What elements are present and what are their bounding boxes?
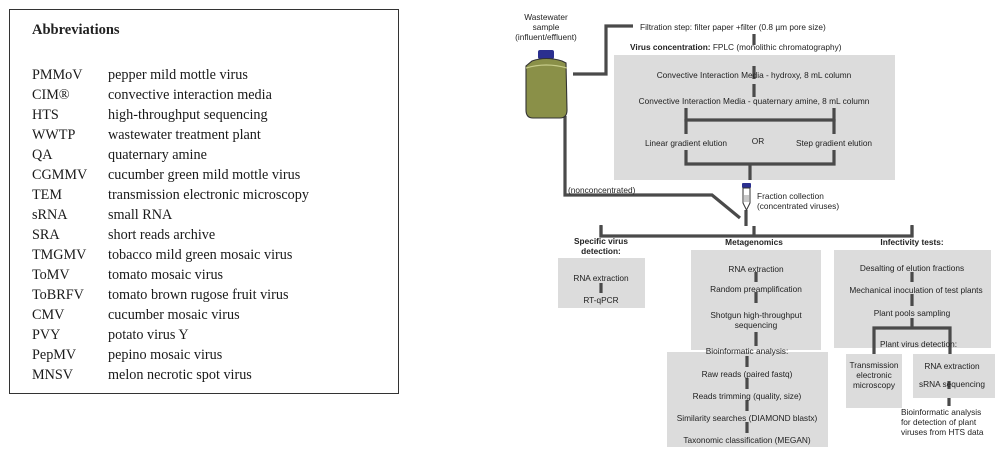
plant-bioinformatic-analysis: Bioinformatic analysis for detection of … [901,407,984,437]
step-gradient: Step gradient elution [795,138,873,148]
abbreviation-code: sRNA [32,207,68,223]
abbreviation-row: PMMoV pepper mild mottle virus [32,65,309,85]
shotgun-sequencing: Shotgun high-throughput sequencing [710,310,802,330]
plant-virus-detection-title: Plant virus detection: [880,339,958,349]
abbreviation-definition: pepper mild mottle virus [108,67,248,83]
reads-trimming: Reads trimming (quality, size) [692,391,802,401]
nonconcentrated-connector [563,116,742,220]
abbreviation-definition: melon necrotic spot virus [108,367,252,383]
abbreviation-code: CIM® [32,87,70,103]
rna-srna-box [913,354,995,398]
concentration-heading: Virus concentration: FPLC (monolithic ch… [630,42,842,52]
srna-sequencing: sRNA sequencing [919,379,985,389]
bioinformatic-analysis-title: Bioinformatic analysis: [705,346,789,356]
abbreviation-definition: potato virus Y [108,327,189,343]
abbreviation-definition: tomato mosaic virus [108,267,224,283]
abbreviation-row: sRNA small RNA [32,205,309,225]
specific-rna-extraction: RNA extraction [573,273,629,283]
abbreviation-code: CGMMV [32,167,88,183]
abbreviation-definition: short reads archive [108,227,216,243]
abbreviation-code: CMV [32,307,65,323]
abbreviation-code: MNSV [32,367,73,383]
abbreviation-row: TEM transmission electronic microscopy [32,185,309,205]
sample-label: Wastewater sample (influent/effluent) [515,12,577,42]
specific-detection-title: Specific virus detection: [574,236,628,256]
abbreviation-code: PepMV [32,347,77,363]
metagenomics-title: Metagenomics [725,237,783,247]
fraction-tube-icon [742,183,751,212]
abbreviation-definition: quaternary amine [108,147,207,163]
tem-step: Transmission electronic microscopy [849,360,899,390]
plant-pools-sampling: Plant pools sampling [873,308,951,318]
plant-rna-extraction: RNA extraction [924,361,980,371]
abbreviation-definition: cucumber mosaic virus [108,307,240,323]
abbreviation-row: QA quaternary amine [32,145,309,165]
abbreviation-code: WWTP [32,127,76,143]
sample-to-filtration-connector [573,24,633,76]
abbreviation-row: ToBRFV tomato brown rugose fruit virus [32,285,309,305]
abbreviation-definition: high-throughput sequencing [108,107,268,123]
abbreviation-definition: cucumber green mild mottle virus [108,167,301,183]
abbreviations-panel: Abbreviations PMMoV pepper mild mottle vi… [9,9,399,394]
abbreviation-definition: tobacco mild green mosaic virus [108,247,293,263]
abbreviations-title: Abbreviations [32,22,120,38]
abbreviation-code: PVY [32,327,61,343]
or-label: OR [751,136,765,146]
linear-gradient: Linear gradient elution [644,138,728,148]
abbreviation-row: WWTP wastewater treatment plant [32,125,309,145]
abbreviation-code: ToMV [32,267,70,283]
abbreviation-code: TMGMV [32,247,87,263]
abbreviation-definition: small RNA [108,207,173,223]
abbreviation-code: TEM [32,187,62,203]
random-preamplification: Random preamplification [710,284,802,294]
abbreviation-code: ToBRFV [32,287,84,303]
abbreviation-row: CGMMV cucumber green mild mottle virus [32,165,309,185]
infectivity-title: Infectivity tests: [880,237,944,247]
abbreviation-definition: convective interaction media [108,87,272,103]
abbreviation-row: MNSV melon necrotic spot virus [32,365,309,385]
abbreviation-definition: transmission electronic microscopy [108,187,309,203]
abbreviation-definition: pepino mosaic virus [108,347,223,363]
similarity-searches: Similarity searches (DIAMOND blastx) [676,413,818,423]
desalting: Desalting of elution fractions [859,263,965,273]
taxonomic-classification: Taxonomic classification (MEGAN) [683,435,811,445]
cim-quaternary-amine: Convective Interaction Media - quaternar… [638,96,870,106]
fraction-collection: Fraction collection (concentrated viruse… [757,191,840,211]
abbreviation-row: CMV cucumber mosaic virus [32,305,309,325]
sample-bottle-icon [525,50,568,119]
abbreviation-definition: wastewater treatment plant [108,127,261,143]
abbreviation-row: ToMV tomato mosaic virus [32,265,309,285]
abbreviation-row: HTS high-throughput sequencing [32,105,309,125]
abbreviation-code: PMMoV [32,67,83,83]
abbreviation-code: QA [32,147,53,163]
raw-reads: Raw reads (paired fastq) [701,369,793,379]
workflow-diagram: Wastewater sample (influent/effluent) Fi… [515,0,995,449]
abbreviation-row: CIM® convective interaction media [32,85,309,105]
mechanical-inoculation: Mechanical inoculation of test plants [849,285,983,295]
tem-box [846,354,902,408]
abbreviation-code: HTS [32,107,59,123]
meta-rna-extraction: RNA extraction [728,264,784,274]
rt-qpcr: RT-qPCR [583,295,619,305]
abbreviation-definition: tomato brown rugose fruit virus [108,287,289,303]
abbreviation-row: SRA short reads archive [32,225,309,245]
abbreviation-row: TMGMV tobacco mild green mosaic virus [32,245,309,265]
abbreviation-code: SRA [32,227,60,243]
abbreviation-row: PepMV pepino mosaic virus [32,345,309,365]
abbreviation-row: PVY potato virus Y [32,325,309,345]
workflow-graphics [525,24,995,447]
filtration-step: Filtration step: filter paper +filter (0… [640,22,826,32]
nonconcentrated-label: (nonconcentrated) [568,185,636,195]
cim-hydroxy: Convective Interaction Media - hydroxy, … [656,70,852,80]
